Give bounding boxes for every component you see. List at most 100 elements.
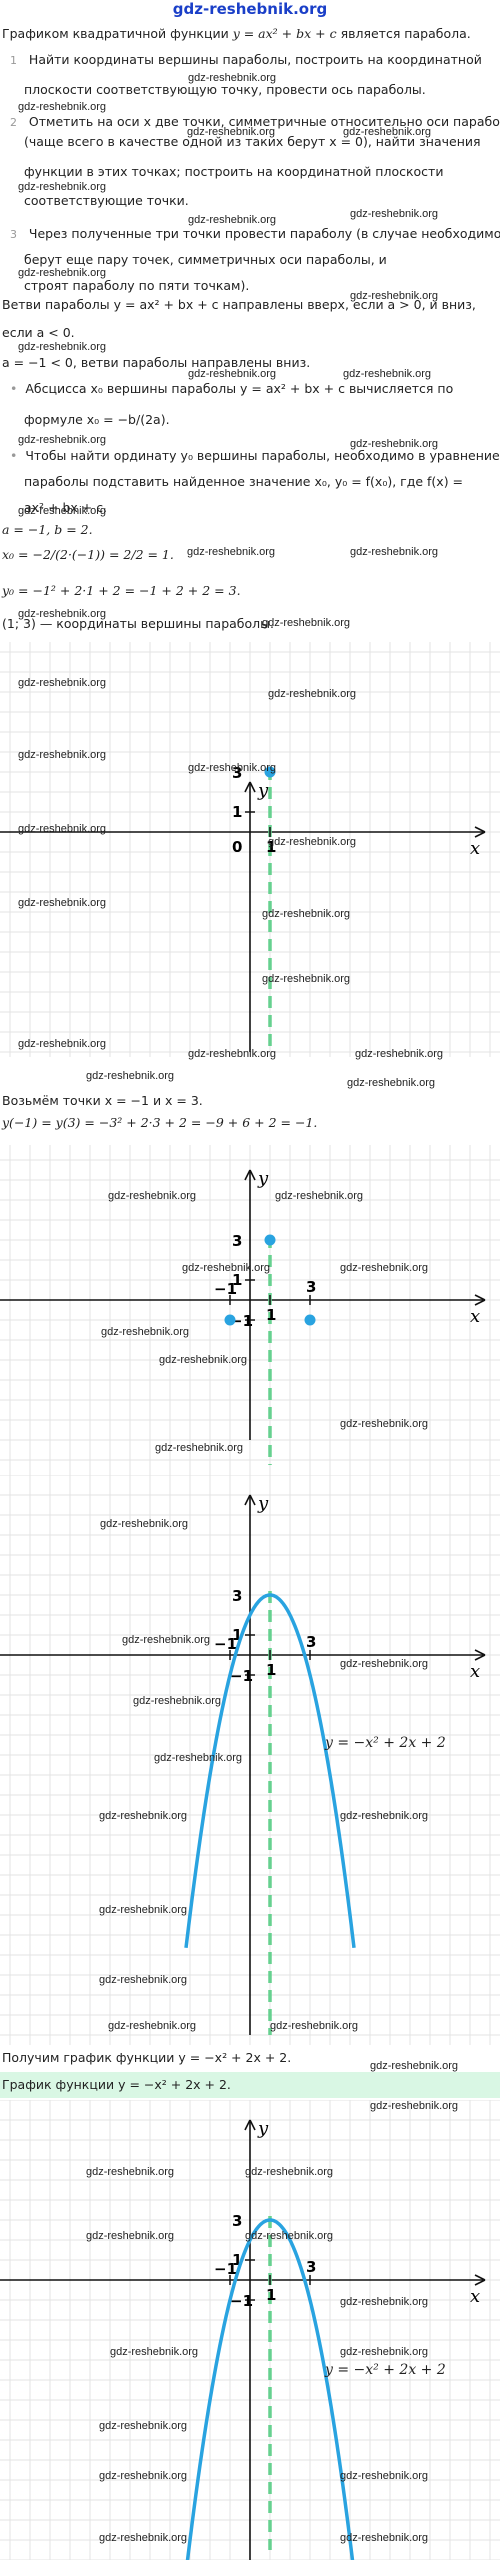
watermark: gdz-reshebnik.org	[99, 1810, 188, 1822]
watermark: gdz-reshebnik.org	[18, 749, 107, 761]
watermark: gdz-reshebnik.org	[268, 836, 357, 848]
step-2-line: функции в этих точках; построить на коор…	[24, 164, 444, 179]
step-2-line: (чаще всего в качестве одной из таких бе…	[24, 134, 481, 149]
y-axis-label: y	[257, 1493, 269, 1514]
y-axis-arrow	[244, 2119, 256, 2131]
watermark: gdz-reshebnik.org	[133, 1695, 222, 1707]
y-axis-arrow	[244, 781, 256, 793]
watermark: gdz-reshebnik.org	[99, 2532, 188, 2544]
y-axis-arrow	[244, 1494, 256, 1506]
data-point	[304, 1314, 316, 1326]
tick-label-x: −1	[214, 2260, 237, 2278]
watermark: gdz-reshebnik.org	[262, 973, 351, 985]
tick-label-x: 1	[266, 838, 276, 856]
watermark: gdz-reshebnik.org	[340, 1658, 429, 1670]
step-1: 1 Найти координаты вершины параболы, пос…	[10, 52, 482, 67]
tick-label-x: −1	[214, 1635, 237, 1653]
watermark: gdz-reshebnik.org	[18, 434, 107, 446]
watermark: gdz-reshebnik.org	[18, 677, 107, 689]
bullet-vertex-x: • Абсцисса x₀ вершины параболы y = ax² +…	[10, 381, 454, 396]
step-3: 3 Через полученные три точки провести па…	[10, 226, 500, 241]
watermark: gdz-reshebnik.org	[155, 1442, 244, 1454]
data-point	[264, 1234, 276, 1246]
step-2: 2 Отметить на оси x две точки, симметрич…	[10, 114, 500, 129]
watermark: gdz-reshebnik.org	[262, 908, 351, 920]
x-axis-label: x	[470, 838, 480, 859]
tick-label-y: 3	[232, 1232, 242, 1250]
x-axis-arrow	[474, 1649, 486, 1661]
tick-label-y: −1	[230, 1667, 253, 1685]
watermark: gdz-reshebnik.org	[159, 1354, 248, 1366]
watermark: gdz-reshebnik.org	[340, 2532, 429, 2544]
watermark: gdz-reshebnik.org	[340, 1262, 429, 1274]
watermark: gdz-reshebnik.org	[350, 290, 439, 302]
watermark: gdz-reshebnik.org	[99, 1974, 188, 1986]
curve-label: y = −x² + 2x + 2	[325, 2362, 446, 2378]
watermark: gdz-reshebnik.org	[245, 2166, 334, 2178]
watermark: gdz-reshebnik.org	[188, 72, 277, 84]
watermark: gdz-reshebnik.org	[268, 688, 357, 700]
got-graph-text: Получим график функции y = −x² + 2x + 2.	[2, 2050, 292, 2065]
tick-label-y: 1	[232, 1626, 242, 1644]
y-axis-arrow	[244, 1169, 256, 1181]
tick-label-x: −1	[214, 1280, 237, 1298]
watermark: gdz-reshebnik.org	[182, 1262, 271, 1274]
watermark: gdz-reshebnik.org	[154, 1752, 243, 1764]
tick-label-x: 1	[266, 1306, 276, 1324]
x-axis-arrow	[474, 826, 486, 838]
watermark: gdz-reshebnik.org	[110, 2346, 199, 2358]
watermark: gdz-reshebnik.org	[188, 214, 277, 226]
watermark: gdz-reshebnik.org	[340, 2346, 429, 2358]
watermark: gdz-reshebnik.org	[270, 2020, 359, 2032]
x-axis-arrow	[474, 2274, 486, 2286]
bullet-vertex-y: • Чтобы найти ординату y₀ вершины парабо…	[10, 448, 500, 463]
watermark: gdz-reshebnik.org	[187, 546, 276, 558]
tick-label-x: 3	[306, 1633, 316, 1651]
watermark: gdz-reshebnik.org	[347, 1077, 436, 1089]
watermark: gdz-reshebnik.org	[340, 2470, 429, 2482]
watermark: gdz-reshebnik.org	[100, 1518, 189, 1530]
watermark: gdz-reshebnik.org	[187, 126, 276, 138]
watermark: gdz-reshebnik.org	[262, 617, 351, 629]
x-axis-label: x	[470, 1661, 480, 1682]
watermark: gdz-reshebnik.org	[18, 608, 107, 620]
tick-label-x: 3	[306, 2258, 316, 2276]
vertex-coords-text: (1; 3) — координаты вершины параболы.	[2, 616, 274, 631]
watermark: gdz-reshebnik.org	[350, 208, 439, 220]
tick-label-y: 1	[232, 803, 242, 821]
bullet-line: формуле x₀ = −b/(2a).	[24, 412, 170, 427]
watermark: gdz-reshebnik.org	[188, 1048, 277, 1060]
tick-label-y: −1	[230, 2292, 253, 2310]
step-2-line: соответствующие точки.	[24, 193, 189, 208]
tick-label-y: −1	[230, 1312, 253, 1330]
tick-label-x: 1	[266, 2286, 276, 2304]
watermark: gdz-reshebnik.org	[18, 101, 107, 113]
step-3-line: строят параболу по пяти точкам).	[24, 278, 250, 293]
watermark: gdz-reshebnik.org	[340, 1418, 429, 1430]
watermark: gdz-reshebnik.org	[340, 2296, 429, 2308]
curve-label: y = −x² + 2x + 2	[325, 1735, 446, 1751]
site-title-link[interactable]: gdz-reshebnik.org	[172, 0, 328, 18]
calc-x0: x₀ = −2/(2·(−1)) = 2/2 = 1.	[2, 547, 174, 562]
parabola-curve	[185, 2218, 355, 2560]
watermark: gdz-reshebnik.org	[108, 1190, 197, 1202]
watermark: gdz-reshebnik.org	[18, 181, 107, 193]
eval-text: y(−1) = y(3) = −3² + 2·3 + 2 = −9 + 6 + …	[2, 1115, 318, 1130]
step-1-line: плоскости соответствующую точку, провест…	[24, 82, 426, 97]
watermark: gdz-reshebnik.org	[18, 267, 107, 279]
watermark: gdz-reshebnik.org	[275, 1190, 364, 1202]
watermark: gdz-reshebnik.org	[86, 2166, 175, 2178]
final-label: График функции y = −x² + 2x + 2.	[2, 2077, 231, 2092]
data-point	[264, 766, 276, 778]
calc-ab: a = −1, b = 2.	[2, 522, 93, 537]
watermark: gdz-reshebnik.org	[18, 505, 107, 517]
watermark: gdz-reshebnik.org	[99, 2470, 188, 2482]
intro-text: Графиком квадратичной функции y = ax² + …	[2, 26, 471, 41]
x-axis-arrow	[474, 1294, 486, 1306]
watermark: gdz-reshebnik.org	[343, 126, 432, 138]
x-axis-label: x	[470, 1306, 480, 1327]
